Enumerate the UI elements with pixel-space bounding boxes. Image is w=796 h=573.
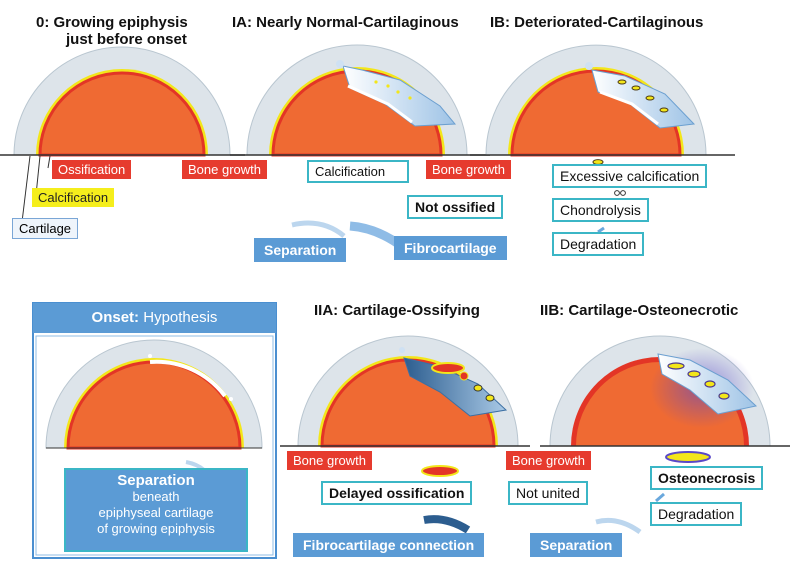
separation-hypothesis-line3: epiphyseal cartilage — [98, 505, 214, 520]
separation-label-IA: Separation — [254, 238, 347, 262]
onset-header-rest: Hypothesis — [139, 309, 218, 326]
delayed-ossification-box: Delayed ossification — [321, 481, 473, 505]
panel-0-title: 0: Growing epiphysis — [36, 14, 188, 31]
panel-IB-title: IB: Deteriorated-Cartilaginous — [490, 14, 704, 31]
panel-IIB-title: IIB: Cartilage-Osteonecrotic — [540, 302, 739, 319]
fibrocartilage-label: Fibrocartilage — [394, 236, 507, 260]
chondrolysis-box: Chondrolysis — [552, 198, 649, 222]
not-ossified-box: Not ossified — [407, 195, 504, 219]
separation-hypothesis-box: Separation beneath epiphyseal cartilage … — [64, 468, 248, 552]
panel-0-subtitle: just before onset — [66, 31, 187, 48]
epiphysis-onset — [45, 339, 263, 472]
separation-hypothesis-line2: beneath — [132, 489, 180, 504]
panel-IA-title: IA: Nearly Normal-Cartilaginous — [232, 14, 459, 31]
onset-header-bold: Onset: — [91, 309, 140, 326]
fibrocartilage-connection-label: Fibrocartilage connection — [293, 533, 485, 557]
separation-hypothesis-title: Separation — [117, 472, 195, 489]
osteonecrosis-box: Osteonecrosis — [650, 466, 764, 490]
ossification-label: Ossification — [52, 160, 132, 179]
onset-header: Onset: Hypothesis — [33, 309, 276, 326]
bone-growth-label-IIA: Bone growth — [287, 451, 372, 470]
not-united-box: Not united — [508, 481, 588, 505]
epiphysis-IB — [470, 44, 735, 234]
bone-growth-label-IB: Bone growth — [426, 160, 511, 179]
epiphysis-IIB — [540, 335, 790, 535]
degradation-box-IIB: Degradation — [650, 502, 743, 526]
calcification-box-IA: Calcification — [307, 160, 409, 183]
bone-growth-label-IA: Bone growth — [182, 160, 267, 179]
epiphysis-IA — [230, 44, 490, 252]
calcification-label: Calcification — [32, 188, 115, 207]
separation-label-IIB: Separation — [530, 533, 623, 557]
separation-hypothesis-line4: of growing epiphysis — [97, 521, 215, 536]
bone-growth-label-IIB: Bone growth — [506, 451, 591, 470]
cartilage-label: Cartilage — [12, 218, 79, 239]
panel-IIA-title: IIA: Cartilage-Ossifying — [314, 302, 480, 319]
degradation-box-IB: Degradation — [552, 232, 645, 256]
epiphysis-IIA — [280, 335, 530, 534]
excessive-calcification-box: Excessive calcification — [552, 164, 708, 188]
epiphysis-0 — [0, 46, 245, 223]
